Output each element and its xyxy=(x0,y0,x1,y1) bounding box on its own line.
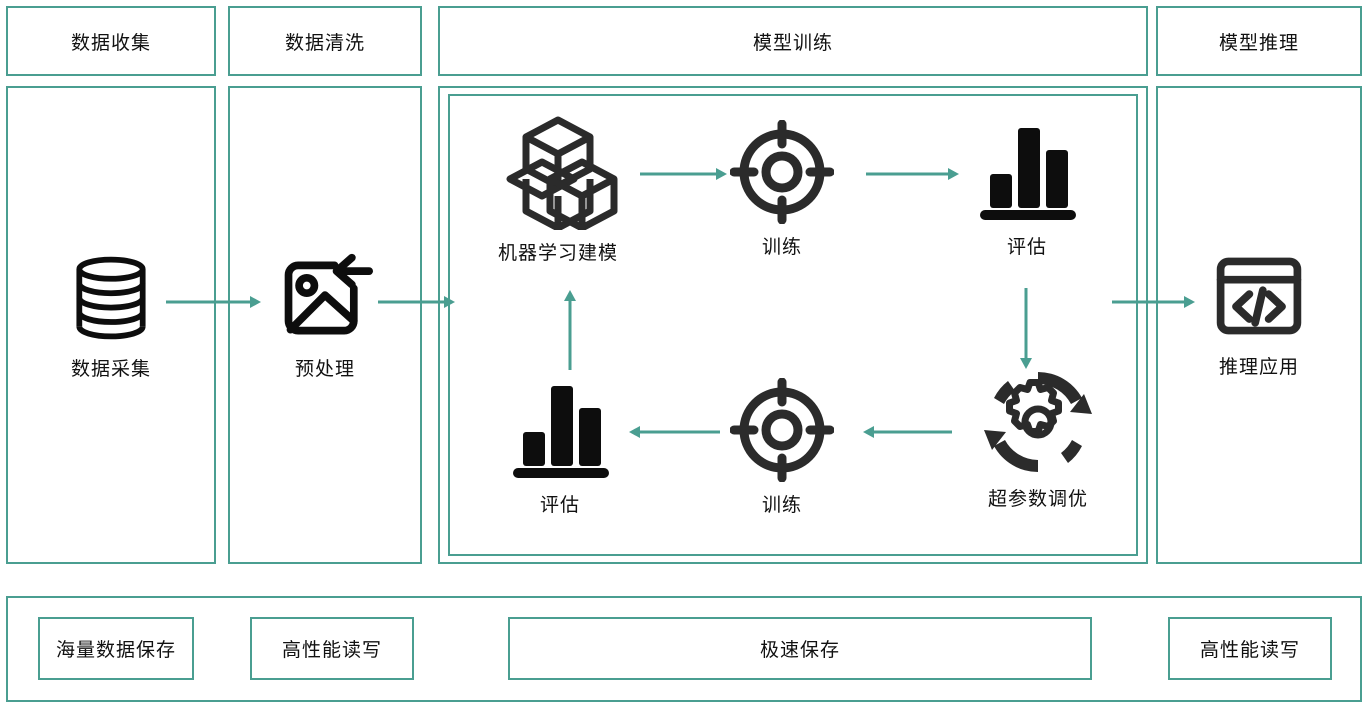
stage-header-label: 模型推理 xyxy=(1218,32,1299,54)
cubes-icon xyxy=(496,112,620,232)
node-inference-app[interactable]: 推理应用 xyxy=(1204,248,1314,379)
node-evaluation-top[interactable]: 评估 xyxy=(972,118,1082,259)
node-training-top[interactable]: 训练 xyxy=(729,119,835,259)
node-label: 预处理 xyxy=(294,359,355,380)
node-label: 训练 xyxy=(761,495,802,516)
stage-header-label: 数据收集 xyxy=(70,32,151,54)
code-window-icon xyxy=(1211,248,1307,344)
image-import-icon xyxy=(275,250,375,346)
stage-header-model-inference[interactable]: 模型推理 xyxy=(1156,6,1362,76)
storage-item-high-performance-io-right[interactable]: 高性能读写 xyxy=(1168,617,1332,680)
stage-header-label: 模型训练 xyxy=(752,32,833,54)
gear-refresh-icon xyxy=(984,368,1092,476)
target-icon xyxy=(729,377,835,483)
node-label: 评估 xyxy=(1006,237,1047,258)
node-training-bottom[interactable]: 训练 xyxy=(729,377,835,517)
node-label: 超参数调优 xyxy=(987,489,1088,510)
node-hyperparameter-tuning[interactable]: 超参数调优 xyxy=(958,368,1118,511)
node-label: 评估 xyxy=(539,495,580,516)
node-label: 训练 xyxy=(761,237,802,258)
stage-body-data-cleaning xyxy=(228,86,422,564)
arrow-tuning-to-training2 xyxy=(862,424,952,440)
storage-item-massive-data-storage[interactable]: 海量数据保存 xyxy=(38,617,194,680)
node-ml-modeling[interactable]: 机器学习建模 xyxy=(478,112,638,265)
storage-item-label: 高性能读写 xyxy=(1199,640,1300,661)
node-data-acquisition[interactable]: 数据采集 xyxy=(46,250,176,381)
arrow-training2-to-evaluation2 xyxy=(628,424,720,440)
stage-header-data-collection[interactable]: 数据收集 xyxy=(6,6,216,76)
stage-header-model-training[interactable]: 模型训练 xyxy=(438,6,1148,76)
node-evaluation-bottom[interactable]: 评估 xyxy=(505,376,615,517)
storage-item-label: 高性能读写 xyxy=(281,640,382,661)
node-label: 机器学习建模 xyxy=(497,243,618,264)
bar-chart-icon xyxy=(974,118,1080,224)
stage-body-data-collection xyxy=(6,86,216,564)
storage-band: 海量数据保存 高性能读写 极速保存 高性能读写 xyxy=(6,596,1362,702)
storage-item-label: 极速保存 xyxy=(759,640,840,661)
storage-item-fast-save[interactable]: 极速保存 xyxy=(508,617,1092,680)
storage-item-high-performance-io-left[interactable]: 高性能读写 xyxy=(250,617,414,680)
node-label: 数据采集 xyxy=(70,359,151,380)
bar-chart-icon xyxy=(507,376,613,482)
stage-header-label: 数据清洗 xyxy=(284,32,365,54)
database-icon xyxy=(63,250,159,346)
arrow-modeling-to-training xyxy=(640,166,728,182)
stage-body-model-inference xyxy=(1156,86,1362,564)
arrow-cleaning-to-training xyxy=(378,294,456,310)
training-loop-frame xyxy=(448,94,1138,556)
arrow-evaluation2-to-modeling xyxy=(562,290,578,370)
target-icon xyxy=(729,119,835,225)
arrow-collection-to-cleaning xyxy=(166,294,262,310)
storage-item-label: 海量数据保存 xyxy=(55,640,176,661)
stage-header-data-cleaning[interactable]: 数据清洗 xyxy=(228,6,422,76)
arrow-training-to-inference xyxy=(1112,294,1196,310)
arrow-evaluation-to-tuning xyxy=(1018,288,1034,370)
node-preprocessing[interactable]: 预处理 xyxy=(265,250,385,381)
arrow-training-to-evaluation xyxy=(866,166,960,182)
node-label: 推理应用 xyxy=(1218,357,1299,378)
